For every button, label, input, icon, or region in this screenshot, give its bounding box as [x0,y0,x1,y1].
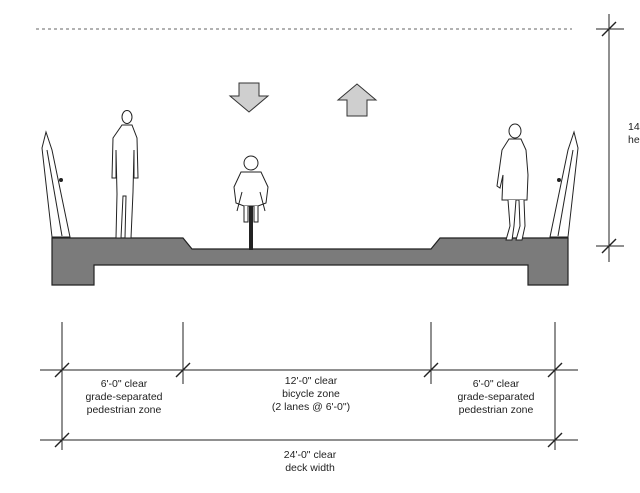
vertical-clearance-label: 14 he [628,121,640,147]
right-railing [549,130,579,238]
center-zone-line-2: bicycle zone [282,388,340,400]
right-zone-line-2: grade-separated [457,391,535,403]
deck-width-line-1: 24'-0" clear [283,449,337,461]
up-arrow-icon [336,83,378,117]
right-railing-light [557,178,561,182]
left-pedestrian-figure [111,110,139,239]
left-zone-line-3: pedestrian zone [86,404,162,416]
vertical-dimension [596,14,624,262]
right-zone-line-1: 6'-0" clear [472,378,520,390]
bridge-deck [51,237,569,286]
center-zone-label: 12'-0" clear bicycle zone (2 lanes @ 6'-… [246,375,376,414]
center-zone-line-3: (2 lanes @ 6'-0") [271,401,351,413]
clearance-label-line-2: he [628,134,640,146]
deck-width-line-2: deck width [285,462,335,474]
left-zone-line-1: 6'-0" clear [100,378,148,390]
right-pedestrian-figure [496,123,529,241]
left-railing [41,130,71,238]
right-zone-label: 6'-0" clear grade-separated pedestrian z… [442,378,550,417]
left-railing-light [59,178,63,182]
clearance-label-line-1: 14 [628,121,640,133]
horizontal-dimensions [40,322,578,450]
deck-width-label: 24'-0" clear deck width [260,449,360,475]
down-arrow-icon [228,82,270,113]
left-zone-label: 6'-0" clear grade-separated pedestrian z… [72,378,176,417]
cyclist-figure [233,155,269,250]
center-zone-line-1: 12'-0" clear [284,375,338,387]
right-zone-line-3: pedestrian zone [458,404,534,416]
left-zone-line-2: grade-separated [85,391,163,403]
